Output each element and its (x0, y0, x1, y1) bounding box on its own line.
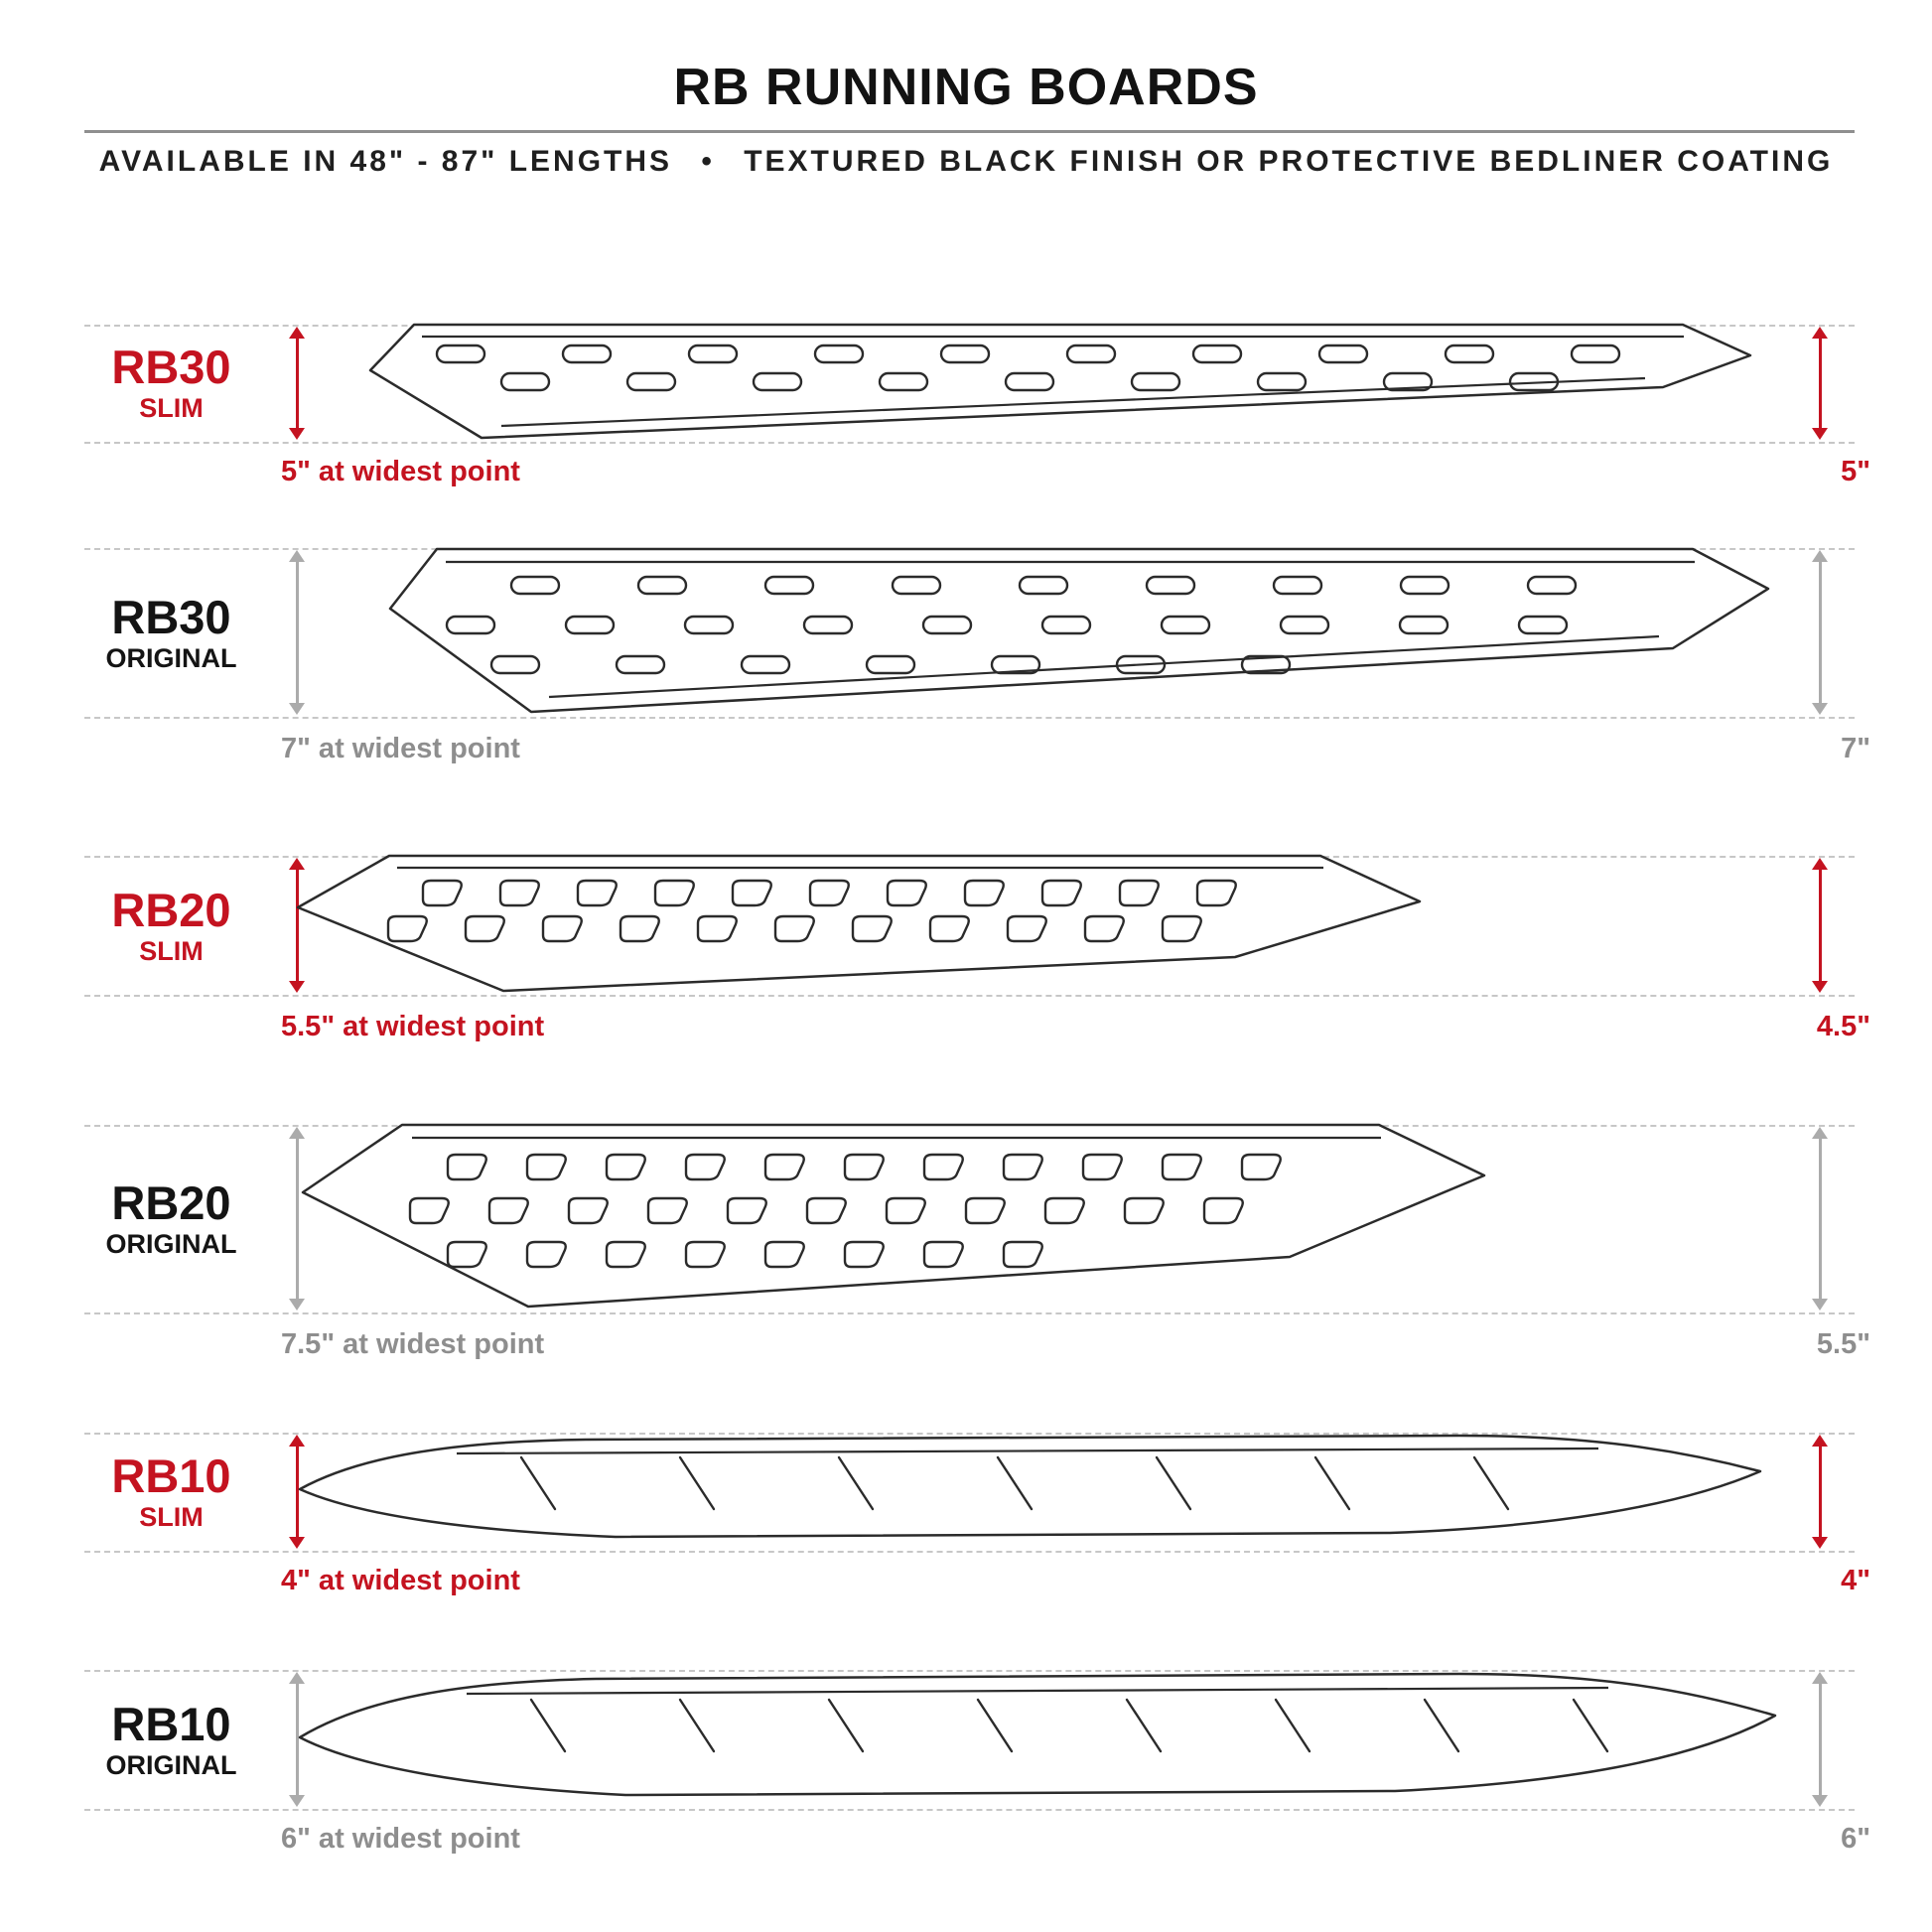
right-height-arrow (1812, 550, 1828, 715)
variant-name: SLIM (139, 935, 204, 966)
right-height-arrow (1812, 327, 1828, 440)
model-name: RB30 (111, 341, 231, 393)
model-name: RB20 (111, 884, 231, 936)
board-label: RB20 SLIM (69, 884, 273, 966)
widest-point-label: 6" at widest point (281, 1823, 520, 1855)
guide-line-bottom (84, 1809, 1855, 1811)
rb30-original-board-drawing (388, 547, 1770, 714)
widest-point-label: 5.5" at widest point (281, 1011, 545, 1042)
guide-line-bottom (84, 1551, 1855, 1553)
board-label: RB20 ORIGINAL (69, 1176, 273, 1259)
right-height-arrow (1812, 1672, 1828, 1807)
left-height-arrow (289, 327, 305, 440)
model-name: RB10 (111, 1449, 231, 1502)
model-name: RB30 (111, 591, 231, 643)
board-label: RB10 ORIGINAL (69, 1698, 273, 1780)
rb30-slim-board-drawing (368, 323, 1752, 440)
widest-point-label: 7.5" at widest point (281, 1328, 545, 1360)
board-label: RB30 ORIGINAL (69, 591, 273, 673)
page-subtitle: AVAILABLE IN 48" - 87" LENGTHS • TEXTURE… (98, 145, 1834, 178)
guide-line-bottom (84, 995, 1855, 997)
board-label: RB10 SLIM (69, 1449, 273, 1532)
variant-name: ORIGINAL (105, 642, 237, 673)
rb20-slim-board-drawing (296, 854, 1422, 993)
right-height-arrow (1812, 1435, 1828, 1549)
guide-line-bottom (84, 1312, 1855, 1314)
height-value-label: 7" (1841, 733, 1870, 764)
right-height-arrow (1812, 858, 1828, 993)
height-value-label: 5.5" (1816, 1328, 1870, 1360)
widest-point-label: 4" at widest point (281, 1565, 520, 1596)
variant-name: ORIGINAL (105, 1749, 237, 1780)
variant-name: ORIGINAL (105, 1228, 237, 1259)
variant-name: SLIM (139, 1501, 204, 1532)
guide-line-bottom (84, 442, 1855, 444)
left-height-arrow (289, 550, 305, 715)
height-value-label: 4.5" (1816, 1011, 1870, 1042)
model-name: RB10 (111, 1698, 231, 1750)
model-name: RB20 (111, 1176, 231, 1229)
left-height-arrow (289, 1127, 305, 1311)
variant-name: SLIM (139, 392, 204, 423)
rb10-original-board-drawing (298, 1672, 1777, 1797)
right-height-arrow (1812, 1127, 1828, 1311)
height-value-label: 5" (1841, 456, 1870, 487)
rb10-slim-board-drawing (298, 1434, 1762, 1539)
left-height-arrow (289, 1672, 305, 1807)
page-title: RB RUNNING BOARDS (673, 59, 1259, 116)
widest-point-label: 5" at widest point (281, 456, 520, 487)
left-height-arrow (289, 858, 305, 993)
rb20-original-board-drawing (301, 1123, 1486, 1309)
height-value-label: 6" (1841, 1823, 1870, 1855)
guide-line-bottom (84, 717, 1855, 719)
guide-line-top (84, 1670, 1855, 1672)
height-value-label: 4" (1841, 1565, 1870, 1596)
guide-line-top (84, 1433, 1855, 1435)
title-divider (84, 130, 1855, 133)
board-label: RB30 SLIM (69, 341, 273, 423)
left-height-arrow (289, 1435, 305, 1549)
widest-point-label: 7" at widest point (281, 733, 520, 764)
